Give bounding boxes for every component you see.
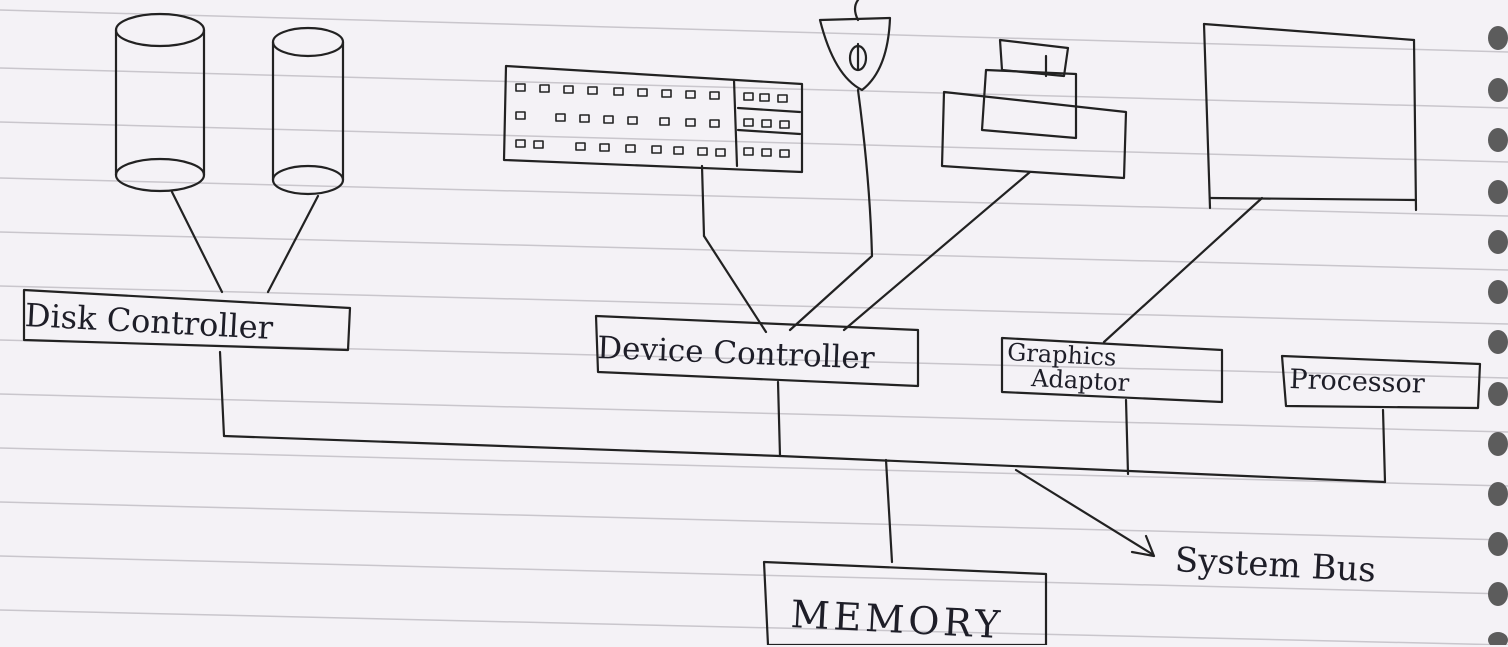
disk1-connector <box>172 192 222 292</box>
keyboard-icon <box>504 66 802 172</box>
monitor-icon <box>1204 24 1416 210</box>
keyboard-connector <box>704 236 766 332</box>
disk2-connector <box>268 196 318 292</box>
system-bus-arrow <box>1016 470 1154 556</box>
mouse-icon <box>820 0 890 90</box>
printer-icon <box>942 40 1126 178</box>
system-bus <box>220 352 1385 562</box>
processor-label: Processor <box>1289 364 1425 400</box>
keyboard-connector <box>702 166 704 236</box>
disk-drive-icon <box>116 14 204 191</box>
monitor-connector <box>1104 198 1262 342</box>
disk-drive-icon <box>273 28 343 194</box>
graphics-adaptor-label-line2: Adaptor <box>1031 364 1130 397</box>
